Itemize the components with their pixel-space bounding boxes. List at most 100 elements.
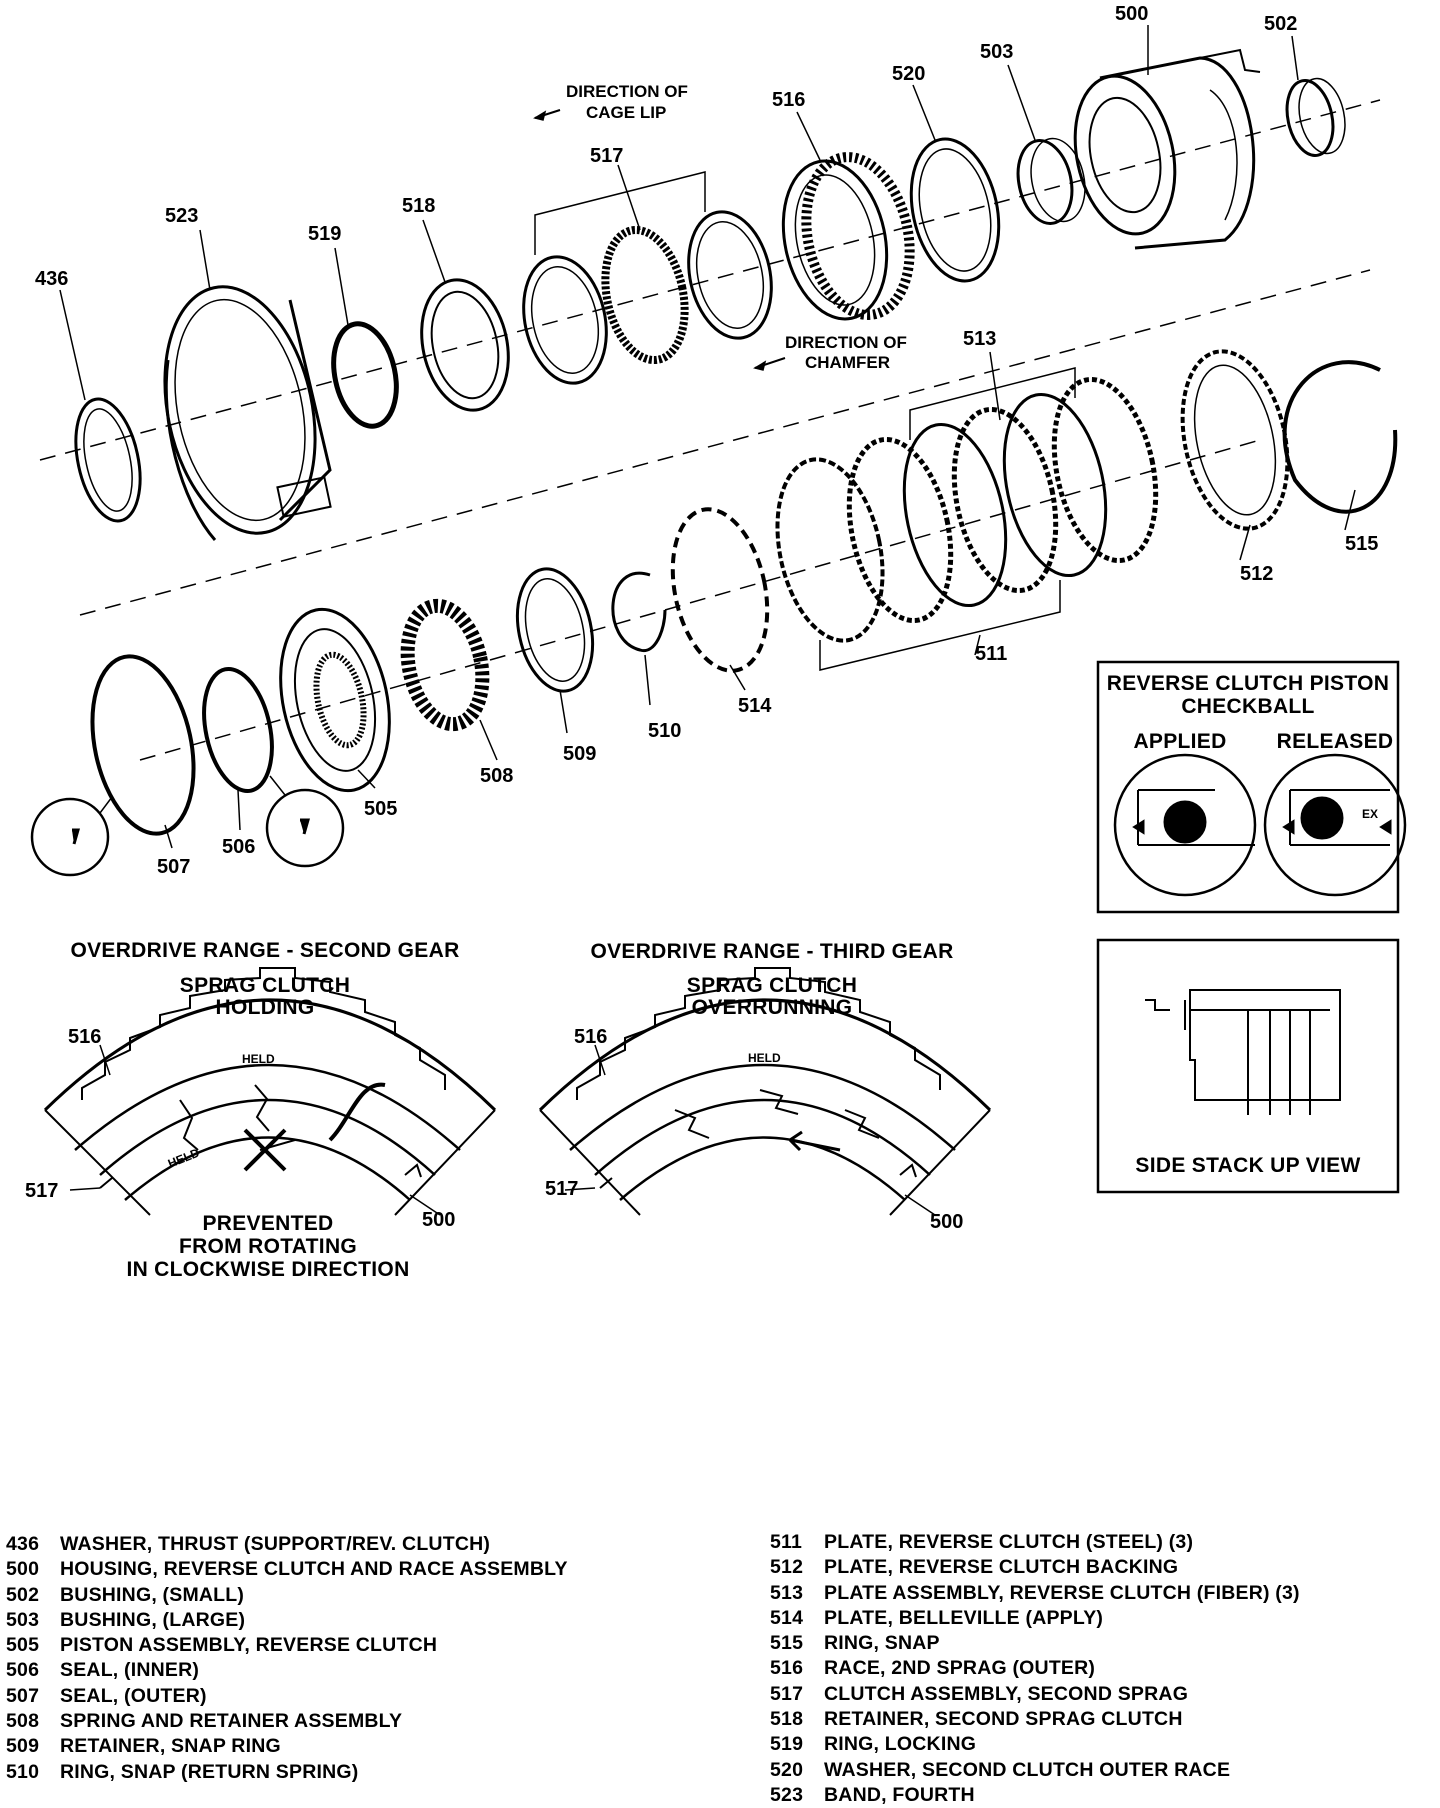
legend-item: 517 CLUTCH ASSEMBLY, SECOND SPRAG xyxy=(770,1682,1300,1707)
legend-item: 518 RETAINER, SECOND SPRAG CLUTCH xyxy=(770,1707,1300,1732)
locking-ring-519 xyxy=(331,321,399,429)
callout-507: 507 xyxy=(157,856,190,878)
outer-race-516 xyxy=(781,152,915,321)
legend-number: 523 xyxy=(770,1783,804,1806)
legend-description: RING, SNAP (RETURN SPRING) xyxy=(60,1760,359,1783)
bottom-axis-line xyxy=(139,439,1261,761)
spring-assembly-508 xyxy=(400,598,490,732)
callout-503: 503 xyxy=(980,41,1013,63)
callout-520: 520 xyxy=(892,63,925,85)
seal-section-506 xyxy=(265,775,345,868)
legend-number: 517 xyxy=(770,1682,804,1705)
callout-510: 510 xyxy=(648,720,681,742)
callout-515: 515 xyxy=(1345,533,1378,555)
second-gear-500-label: 500 xyxy=(422,1209,455,1231)
callout-508: 508 xyxy=(480,765,513,787)
legend-description: RETAINER, SNAP RING xyxy=(60,1735,281,1758)
cage-lip-text-1: DIRECTION OF xyxy=(566,82,688,101)
cage-lip-text-2: CAGE LIP xyxy=(586,103,666,122)
third-gear-500-label: 500 xyxy=(930,1211,963,1233)
piston-505 xyxy=(279,607,391,793)
bracket-517 xyxy=(534,171,706,255)
callout-500: 500 xyxy=(1115,3,1148,25)
callout-518: 518 xyxy=(402,195,435,217)
bushing-large-503 xyxy=(1016,137,1086,225)
legend-number: 506 xyxy=(6,1659,40,1682)
second-gear-516-label: 516 xyxy=(68,1026,101,1048)
checkball-title-2: CHECKBALL xyxy=(1181,695,1314,718)
chamfer-text-2: CHAMFER xyxy=(805,353,890,372)
second-gear-517-label: 517 xyxy=(25,1180,58,1202)
belleville-plate-514 xyxy=(670,507,770,673)
leader-lines xyxy=(59,25,1356,849)
backing-plate-512 xyxy=(1180,349,1290,531)
checkball-applied-view xyxy=(1113,753,1257,897)
third-gear-held: HELD xyxy=(748,1051,781,1065)
checkball-box xyxy=(1096,660,1407,914)
snap-ring-515 xyxy=(1282,360,1398,514)
seal-section-507 xyxy=(30,796,113,877)
side-stack-caption: SIDE STACK UP VIEW xyxy=(1135,1154,1360,1177)
callout-505: 505 xyxy=(364,798,397,820)
third-gear-sub-1: SPRAG CLUTCH xyxy=(687,974,857,997)
legend-number: 519 xyxy=(770,1733,804,1756)
legend-description: SPRING AND RETAINER ASSEMBLY xyxy=(60,1710,403,1733)
chamfer-arrowhead xyxy=(753,360,767,371)
legend-item: 509 RETAINER, SNAP RING xyxy=(6,1734,568,1759)
second-gear-note-2: FROM ROTATING xyxy=(179,1235,357,1258)
legend-description: CLUTCH ASSEMBLY, SECOND SPRAG xyxy=(824,1682,1189,1705)
housing-500 xyxy=(1073,48,1261,250)
bracket-513 xyxy=(909,367,1076,440)
legend-description: PLATE, BELLEVILLE (APPLY) xyxy=(824,1606,1104,1629)
legend-description: WASHER, THRUST (SUPPORT/REV. CLUTCH) xyxy=(60,1533,491,1555)
callout-502: 502 xyxy=(1264,13,1297,35)
legend-number: 509 xyxy=(6,1735,40,1758)
snap-ring-510 xyxy=(611,571,667,653)
third-gear-sub-2: OVERRUNNING xyxy=(692,996,853,1019)
legend-number: 500 xyxy=(6,1558,40,1581)
second-gear-held-inner: HELD xyxy=(166,1145,202,1170)
legend-description: WASHER, SECOND CLUTCH OUTER RACE xyxy=(824,1758,1231,1781)
lower-axis-line xyxy=(79,269,1371,616)
legend-number: 508 xyxy=(6,1710,40,1733)
legend-number: 520 xyxy=(770,1758,804,1781)
legend-number: 510 xyxy=(6,1760,40,1783)
legend-description: RETAINER, SECOND SPRAG CLUTCH xyxy=(824,1708,1183,1731)
second-gear-sub-1: SPRAG CLUTCH xyxy=(180,974,350,997)
second-gear-sub-2: HOLDING xyxy=(216,996,315,1019)
bracket-511 xyxy=(819,580,1061,671)
checkball-title-1: REVERSE CLUTCH PISTON xyxy=(1107,672,1389,695)
legend-number: 505 xyxy=(6,1634,40,1657)
callout-519: 519 xyxy=(308,223,341,245)
cage-lip-arrowhead xyxy=(533,110,547,121)
chamfer-text-1: DIRECTION OF xyxy=(785,333,907,352)
legend-number: 436 xyxy=(6,1533,40,1555)
callout-506: 506 xyxy=(222,836,255,858)
legend-item: 520 WASHER, SECOND CLUTCH OUTER RACE xyxy=(770,1758,1300,1783)
legend-number: 518 xyxy=(770,1708,804,1731)
legend-number: 512 xyxy=(770,1556,804,1579)
bushing-small-502 xyxy=(1285,77,1346,157)
callout-514: 514 xyxy=(738,695,772,717)
second-gear-sprag-view xyxy=(43,967,497,1216)
checkball-applied-label: APPLIED xyxy=(1133,730,1226,753)
callout-509: 509 xyxy=(563,743,596,765)
legend-description: BUSHING, (LARGE) xyxy=(60,1608,246,1631)
inner-seal-506 xyxy=(202,666,274,794)
legend-number: 513 xyxy=(770,1581,804,1604)
gear-view-leaders xyxy=(69,1044,936,1216)
callout-511: 511 xyxy=(975,643,1007,665)
legend-number: 507 xyxy=(6,1684,40,1707)
